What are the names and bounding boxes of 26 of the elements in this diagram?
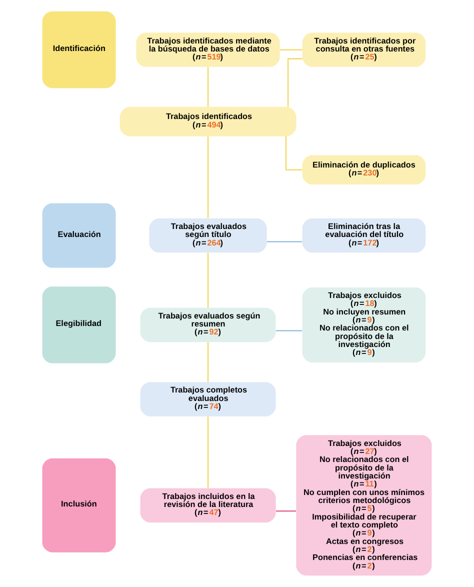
node-box: Eliminación tras la evaluación del título (n=172) [302,218,426,253]
node-box: Trabajos evaluados según resumen (n=92) [140,308,276,342]
node-box: Trabajos completos evaluados (n=74) [140,382,276,416]
connector [266,241,302,242]
node-box: Trabajos incluidos en la revisión de la literatura (n=47) [140,488,276,523]
connector [207,416,209,488]
connector [285,136,302,170]
connector [280,49,302,50]
connector [287,58,302,107]
node-box: Trabajos excluidos (n=27) No relacionados con el propósito de la investigación (n=11) No cumplen con unos mínimos criterios metodológicos (n=5) Imposibilidad de recuperar el texto completo (n=9) Actas en congresos (n=2) Ponencias en conferencias (n=2) [296,435,432,576]
node-box: Trabajos identificados (n=494) [120,106,296,136]
node-box: Trabajos excluidos (n=18) No incluyen resumen (n=9) No relacionados con el propósito de la investigación (n=9) [302,287,426,362]
node-box: Inclusión [42,458,116,552]
connector [207,342,209,382]
node-box: Eliminación de duplicados (n=230) [302,155,426,184]
node-box: Identificación [42,11,116,88]
node-box: Trabajos identificados por consulta en otras fuentes (n=25) [302,32,426,67]
node-box: Evaluación [42,203,116,268]
connector [276,330,302,332]
connector [276,510,296,512]
node-box: Trabajos identificados mediante la búsqueda de bases de datos (n=519) [136,32,280,67]
node-box: Trabajos evaluados según título (n=264) [149,218,267,253]
connector [207,252,209,308]
node-box: Elegibilidad [42,286,116,364]
connector [207,67,209,107]
connector [207,136,209,218]
